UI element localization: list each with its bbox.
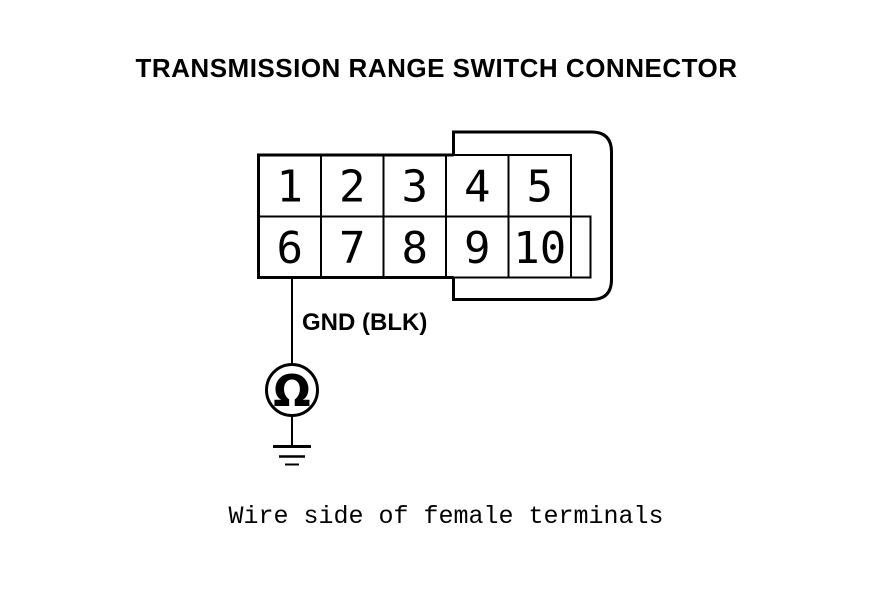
diagram-title: TRANSMISSION RANGE SWITCH CONNECTOR [135, 53, 738, 83]
ohmmeter-symbol: Ω [265, 363, 319, 417]
terminal-number: 3 [402, 162, 429, 213]
wire-label: GND (BLK) [302, 309, 427, 336]
terminal-number: 10 [513, 223, 566, 274]
terminal-grid: 1 2 3 4 5 6 7 8 9 10 [257, 153, 592, 279]
terminal-number: 1 [277, 162, 304, 213]
terminal-number: 7 [339, 223, 366, 274]
grid-outer-boundary [257, 153, 454, 279]
terminal-number: 9 [464, 223, 491, 274]
diagram-caption: Wire side of female terminals [228, 502, 663, 531]
terminal-cell-8 [382, 215, 447, 279]
blank-key-cell [570, 215, 592, 279]
ohm-icon: Ω [273, 366, 310, 417]
terminal-cell-10 [507, 215, 572, 279]
terminal-number: 6 [277, 223, 304, 274]
terminal-number: 5 [527, 162, 554, 213]
terminal-number: 4 [464, 162, 491, 213]
terminal-number: 8 [402, 223, 429, 274]
terminal-number: 2 [339, 162, 366, 213]
terminal-cell-9 [445, 215, 510, 279]
ground-symbol-icon [273, 445, 311, 466]
terminal-cell-5 [507, 154, 572, 218]
terminal-cell-7 [320, 215, 385, 279]
